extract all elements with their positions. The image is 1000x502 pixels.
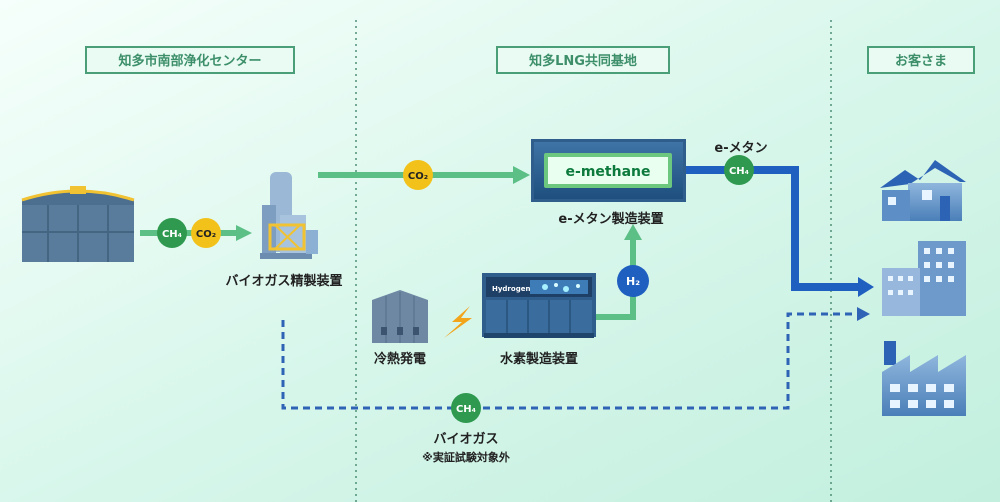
caption-exclusion-note: ※実証試験対象外 [422,451,510,464]
svg-text:CO₂: CO₂ [196,229,216,240]
emethane-sign-text: e-methane [566,164,651,180]
cold-power-building-icon [372,290,428,343]
section-label-right: お客さま [867,46,975,74]
arrowhead [236,225,252,241]
badge-h2: H₂ [617,265,649,297]
section-label-middle: 知多LNG共同基地 [496,46,670,74]
emethane-plant-icon: e-methane [531,139,686,202]
caption-cold-power: 冷熱発電 [373,352,426,367]
biogas-refiner-icon [260,172,318,259]
hydrogen-plant-icon: Hydrogen [482,273,596,338]
arrowhead [858,277,874,297]
badge-co2-mid: CO₂ [403,160,433,190]
caption-emethane-plant: e-メタン製造装置 [558,212,664,227]
arrowhead [624,224,642,240]
digestion-tank-icon [21,186,135,262]
badge-ch4-biogas: CH₄ [451,393,481,423]
badge-co2-tank: CO₂ [191,218,221,248]
svg-text:CO₂: CO₂ [408,171,428,182]
badge-ch4-tank: CH₄ [157,218,187,248]
svg-text:CH₄: CH₄ [162,229,182,240]
caption-biogas-refiner: バイオガス精製装置 [225,274,343,289]
factory-icon [882,341,966,416]
caption-hydrogen-plant: 水素製造装置 [499,352,578,367]
office-building-icon [882,241,966,316]
hydrogen-sign-text: Hydrogen [492,285,530,293]
pipe-h2-to-methanation [596,238,636,320]
caption-emethane-flow: e-メタン [714,141,768,156]
arrowhead [857,307,870,321]
lightning-icon [444,306,472,338]
caption-biogas: バイオガス [433,432,499,447]
badge-ch4-emethane: CH₄ [724,155,754,185]
svg-text:H₂: H₂ [626,275,640,288]
house-icon [880,160,966,221]
pipe-biogas-bypass [281,312,860,410]
svg-text:CH₄: CH₄ [729,166,749,177]
arrowhead [513,166,530,184]
section-label-left: 知多市南部浄化センター [85,46,295,74]
svg-text:CH₄: CH₄ [456,404,476,415]
